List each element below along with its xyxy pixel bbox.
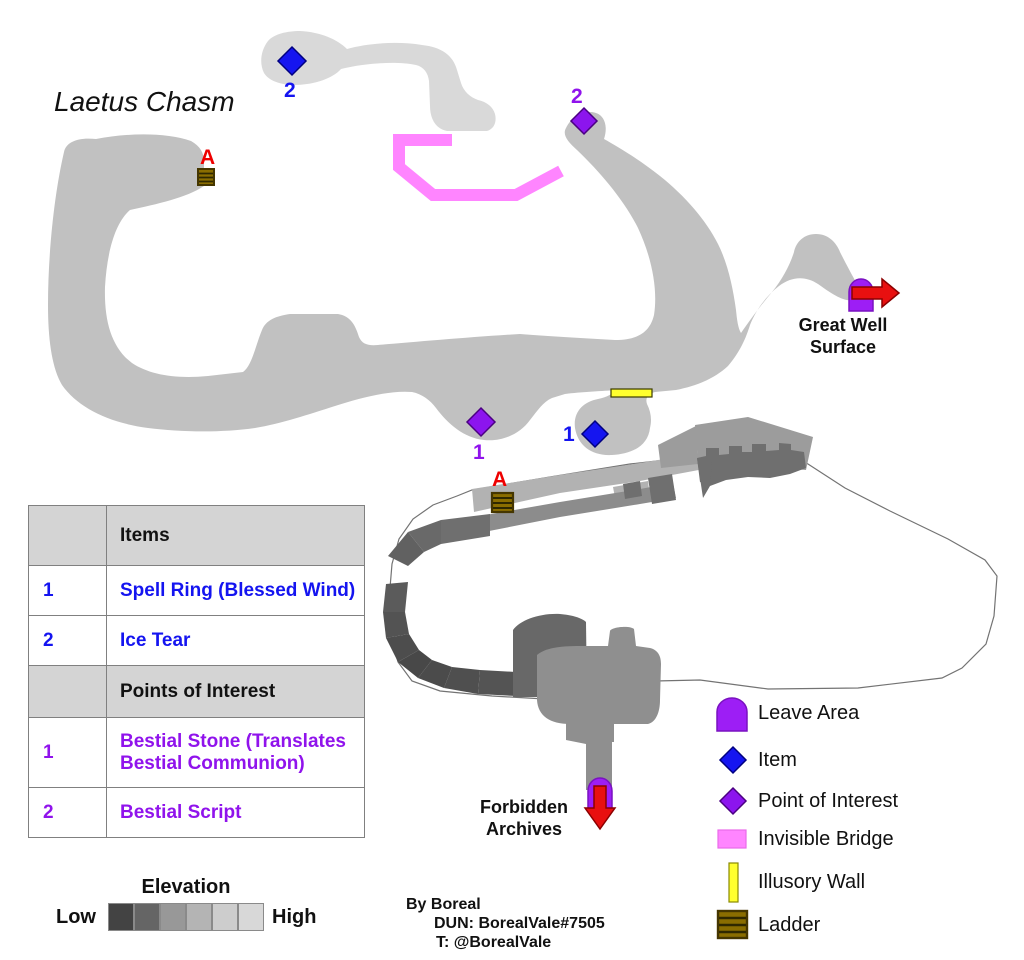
legend-icons (716, 697, 749, 940)
elevation-swatch-4 (186, 903, 212, 931)
item-label: Spell Ring (Blessed Wind) (106, 565, 365, 616)
poi-num: 1 (28, 717, 107, 788)
item-row-2: 2 Ice Tear (28, 615, 365, 666)
poi-row-1: 1 Bestial Stone (Translates Bestial Comm… (28, 717, 365, 788)
passage-segment (418, 660, 452, 688)
legend-label-item: Item (758, 749, 797, 771)
passage-segment (478, 670, 516, 696)
item-diamond-2 (276, 45, 308, 77)
passage-segment (383, 582, 408, 612)
poi-header-row: Points of Interest (28, 665, 365, 718)
ridge-band-high (472, 453, 704, 512)
elevation-swatch-5 (212, 903, 238, 931)
legend-label-illusory-wall: Illusory Wall (758, 871, 866, 893)
item-num: 2 (28, 615, 107, 666)
ne-notched-band (697, 443, 806, 486)
ladder-legend-icon (716, 909, 749, 940)
ne-slab-arm (658, 426, 698, 468)
item-row-1: 1 Spell Ring (Blessed Wind) (28, 565, 365, 616)
upper-map (48, 31, 860, 456)
ridge-dark-piece (648, 474, 676, 504)
item-2-number-label: 2 (284, 79, 296, 102)
passage-segment (383, 612, 409, 638)
passage-segment (444, 667, 480, 694)
chasm-outline (388, 449, 998, 700)
elevation-low-label: Low (56, 906, 96, 928)
page-title: Laetus Chasm (54, 86, 235, 117)
poi-num: 2 (28, 787, 107, 838)
illusory-wall-marker (610, 388, 653, 398)
items-header-row: Items (28, 505, 365, 566)
map-markers (276, 45, 610, 449)
invisible-bridge-path (393, 134, 564, 201)
invisible-bridge-legend-icon (717, 829, 747, 849)
ridge-dark-piece-small (623, 481, 642, 499)
great-well-label: Great Well Surface (798, 315, 888, 357)
items-header: Items (106, 505, 365, 566)
forbidden-archives-label: Forbidden Archives (480, 797, 568, 839)
passage-segment (441, 514, 490, 544)
poi-diamond-1 (465, 406, 497, 438)
elevation-high-label: High (272, 906, 317, 928)
credit-dun: DUN: BorealVale#7505 (434, 915, 605, 932)
illusory-wall-legend-icon (728, 862, 739, 903)
elevation-swatch-2 (134, 903, 160, 931)
elevation-swatch-1 (108, 903, 134, 931)
poi-legend-icon (718, 786, 748, 816)
poi-1-number-label: 1 (473, 441, 485, 464)
credit-author: By Boreal (406, 896, 481, 913)
upper-map-body (48, 111, 860, 456)
exit-arrow-right-icon (851, 277, 901, 309)
passage-segment (386, 634, 419, 662)
item-label: Ice Tear (106, 615, 365, 666)
lower-map (383, 417, 998, 790)
passage-segment (398, 650, 432, 678)
legend-label-invisible-bridge: Invisible Bridge (758, 828, 894, 850)
item-legend-icon (718, 745, 748, 775)
item-num: 1 (28, 565, 107, 616)
passage-segment (408, 520, 441, 552)
legend-label-poi: Point of Interest (758, 790, 899, 812)
legend-label-leave-area: Leave Area (758, 702, 860, 724)
poi-header: Points of Interest (106, 665, 365, 718)
ladder-a-upper-label: A (200, 146, 216, 169)
elevation-swatch-3 (160, 903, 186, 931)
elevation-swatch-6 (238, 903, 264, 931)
ladder-a-lower-label: A (492, 468, 508, 491)
ladder-a-upper-icon (197, 168, 215, 186)
leave-area-legend-icon (716, 697, 748, 732)
poi-2-number-label: 2 (571, 85, 583, 108)
item-diamond-1 (580, 419, 610, 449)
map-key-table: Items 1 Spell Ring (Blessed Wind) 2 Ice … (28, 505, 365, 838)
central-block (537, 626, 661, 724)
poi-label: Bestial Stone (Translates Bestial Commun… (106, 717, 365, 788)
poi-diamond-2 (569, 106, 599, 136)
item-1-number-label: 1 (563, 423, 575, 446)
legend-label-ladder: Ladder (758, 914, 821, 936)
key-cell (28, 665, 107, 718)
poi-label: Bestial Script (106, 787, 365, 838)
archives-stem (566, 722, 614, 790)
low-passage (383, 514, 516, 696)
ne-band-wedge (697, 458, 712, 498)
upper-map-high-hook (261, 31, 496, 131)
elevation-title: Elevation (141, 876, 231, 898)
passage-segment (388, 532, 424, 566)
exit-arrow-down-icon (583, 785, 617, 831)
ladder-a-lower-icon (490, 491, 515, 514)
key-cell (28, 505, 107, 566)
forbidden-archives-exit (583, 777, 617, 831)
poi-row-2: 2 Bestial Script (28, 787, 365, 838)
great-well-exit (848, 277, 901, 312)
credit-twitter: T: @BorealVale (436, 934, 552, 951)
